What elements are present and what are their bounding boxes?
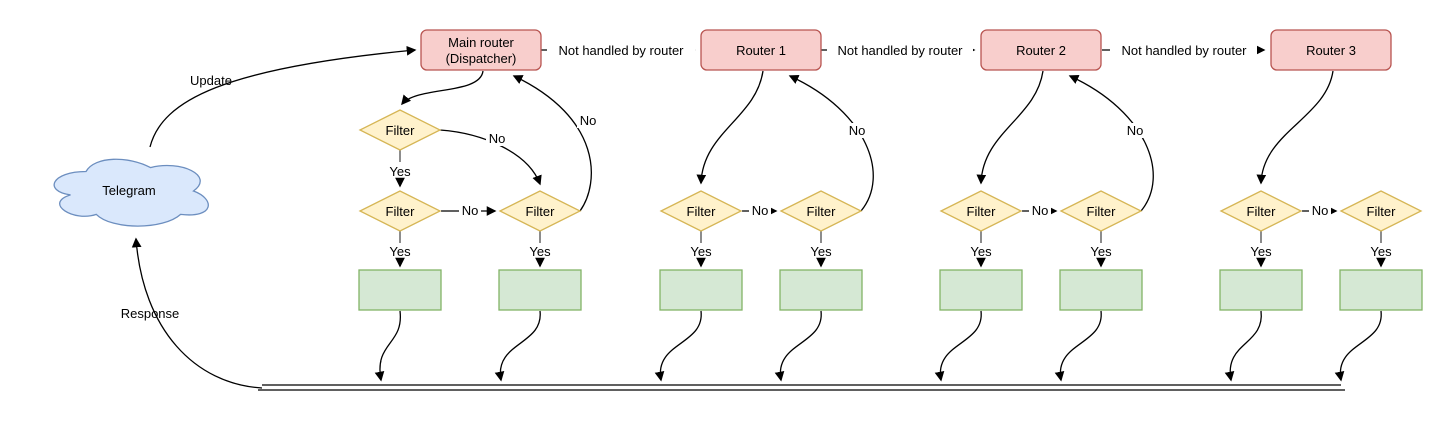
router-2-box [980,29,1102,71]
telegram-cloud [53,158,209,227]
yes-label: Yes [389,164,411,179]
filter-diamond-router3-left [1219,190,1303,232]
label-bg [1124,123,1146,138]
handler-3-box [659,269,743,311]
update-arrow [149,45,417,148]
filter-label: Filter [1367,204,1397,219]
telegram-label: Telegram [102,183,155,198]
label-bg [547,43,695,58]
handler-4-box [779,269,863,311]
handler-5-box [939,269,1023,311]
filter-label: Filter [1087,204,1117,219]
filter-label: Filter [967,204,997,219]
filter-diamond-dispatcher-right [498,190,582,232]
router-2-to-filter-arrow [976,70,1044,185]
filter-label: Filter [526,204,556,219]
no-label: No [1127,123,1144,138]
label-bg [749,203,771,218]
filter-e-no-return-curve [788,75,874,212]
filter-label: Filter [687,204,717,219]
no-label: No [580,113,597,128]
filter-label: Filter [807,204,837,219]
filter-diamond-router2-left [939,190,1023,232]
handler-8-to-bus-arrow [1334,310,1382,382]
label-bg [1309,203,1331,218]
yes-label: Yes [1250,244,1272,259]
handler-6-to-bus-arrow [1054,310,1102,382]
router-1-box [700,29,822,71]
handler-2-to-bus-arrow [494,310,541,382]
router-3-box [1270,29,1392,71]
label-bg [1029,203,1051,218]
filter-diamond-dispatcher-top [358,109,442,151]
no-label: No [462,203,479,218]
handler-3-to-bus-arrow [654,310,702,382]
handler-8-box [1339,269,1423,311]
yes-label: Yes [389,244,411,259]
yes-label: Yes [1370,244,1392,259]
filter-a-no-curve [439,129,542,186]
no-label: No [849,123,866,138]
main-router-box [420,29,542,71]
response-arrow [131,237,263,389]
update-label: Update [190,73,232,88]
handler-2-box [498,269,582,311]
label-bg [827,43,973,58]
filter-label: Filter [386,204,416,219]
filter-label: Filter [1247,204,1277,219]
response-label: Response [121,306,180,321]
not-handled-label-3: Not handled by router [1121,43,1247,58]
label-bg [459,203,481,218]
handler-1-box [358,269,442,311]
yes-label: Yes [690,244,712,259]
router-1-label: Router 1 [736,43,786,58]
not-handled-label-2: Not handled by router [837,43,963,58]
handler-7-to-bus-arrow [1224,310,1262,382]
dispatcher-to-filter-a-arrow [401,70,484,106]
label-bg [846,123,868,138]
handler-7-box [1219,269,1303,311]
yes-label: Yes [1090,244,1112,259]
filter-c-no-return-curve [512,75,592,212]
handler-5-to-bus-arrow [934,310,982,382]
handler-1-to-bus-arrow [374,310,401,382]
main-router-sublabel: (Dispatcher) [446,51,517,66]
no-label: No [489,131,506,146]
label-bg [577,113,599,128]
filter-diamond-router3-right [1339,190,1423,232]
filter-diamond-router1-left [659,190,743,232]
filter-diamond-router1-right [779,190,863,232]
no-label: No [1312,203,1329,218]
router-2-label: Router 2 [1016,43,1066,58]
no-label: No [1032,203,1049,218]
no-label: No [752,203,769,218]
router-1-to-filter-arrow [696,70,764,185]
label-bg [1110,43,1257,58]
label-bg [486,131,508,146]
filter-diamond-dispatcher-left [358,190,442,232]
yes-label: Yes [810,244,832,259]
not-handled-label-1: Not handled by router [558,43,684,58]
router-3-label: Router 3 [1306,43,1356,58]
filter-g-no-return-curve [1068,75,1154,212]
filter-label: Filter [386,123,416,138]
main-router-label: Main router [448,35,514,50]
router-3-to-filter-arrow [1256,70,1334,185]
filter-diamond-router2-right [1059,190,1143,232]
handler-4-to-bus-arrow [774,310,822,382]
yes-label: Yes [970,244,992,259]
yes-label: Yes [529,244,551,259]
handler-6-box [1059,269,1143,311]
